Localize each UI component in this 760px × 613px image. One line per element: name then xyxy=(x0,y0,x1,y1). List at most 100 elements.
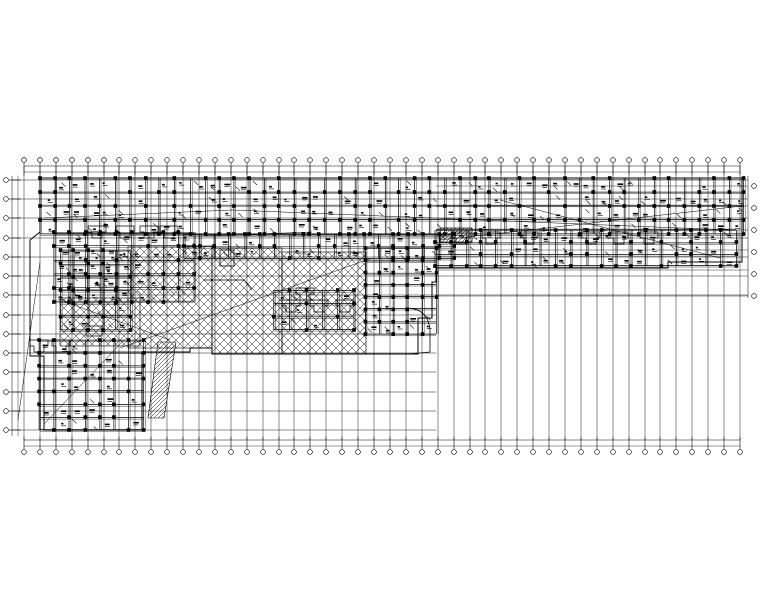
rebar-annotation xyxy=(637,260,642,263)
rebar-annotation xyxy=(90,374,95,376)
slab-mark xyxy=(238,212,243,218)
column xyxy=(141,338,146,342)
slab-mark xyxy=(685,233,690,238)
column xyxy=(287,288,292,292)
rebar-annotation xyxy=(681,260,687,263)
slab-mark xyxy=(723,231,729,237)
column xyxy=(37,351,41,355)
grid-bubble-top xyxy=(419,157,425,163)
column xyxy=(86,261,90,266)
column xyxy=(465,264,469,268)
rebar-annotation xyxy=(152,282,156,284)
rebar-annotation xyxy=(466,211,471,213)
rebar-annotation xyxy=(702,186,706,188)
slab-mark xyxy=(151,296,156,301)
column xyxy=(546,218,551,222)
unit-outline xyxy=(139,225,159,239)
grid-bubble-top xyxy=(228,157,234,163)
column xyxy=(363,319,368,324)
unit-outline xyxy=(115,225,135,239)
column xyxy=(67,415,71,419)
rebar-annotation xyxy=(372,301,375,303)
column xyxy=(741,232,746,236)
column xyxy=(553,264,558,268)
grid-bubble-left xyxy=(3,427,9,433)
column xyxy=(83,363,88,368)
grid-bubble-top xyxy=(610,157,616,163)
column xyxy=(126,338,131,342)
column xyxy=(363,307,368,312)
column xyxy=(437,256,442,260)
column xyxy=(192,244,196,248)
column xyxy=(37,389,41,394)
column xyxy=(114,272,119,276)
column xyxy=(493,240,498,244)
slab-mark xyxy=(594,233,600,238)
slab-mark xyxy=(406,180,412,186)
rebar-annotation xyxy=(605,235,609,237)
rebar-annotation xyxy=(343,242,348,244)
grid-bubble-top xyxy=(546,157,552,163)
column xyxy=(420,270,425,275)
rebar-annotation xyxy=(660,199,666,202)
grid-bubble-bottom xyxy=(610,449,616,455)
rebar-annotation xyxy=(302,196,308,199)
rebar-annotation xyxy=(162,183,165,186)
column xyxy=(301,232,306,236)
column xyxy=(322,190,327,194)
column xyxy=(71,328,75,332)
column xyxy=(637,204,641,208)
column xyxy=(377,307,382,312)
column xyxy=(734,264,739,268)
rebar-annotation xyxy=(383,268,388,270)
rebar-annotation xyxy=(122,292,127,295)
grid-bubble-bottom xyxy=(148,449,154,455)
column xyxy=(391,244,395,248)
unit-outline xyxy=(309,299,329,313)
column xyxy=(591,190,595,194)
column xyxy=(487,204,491,208)
column xyxy=(741,218,746,222)
column xyxy=(113,301,118,306)
column xyxy=(52,300,56,304)
rebar-annotation xyxy=(410,318,416,320)
column xyxy=(67,300,71,304)
column xyxy=(217,232,221,236)
column xyxy=(58,314,63,319)
column xyxy=(493,264,498,268)
stair-core xyxy=(219,249,235,267)
column xyxy=(83,232,87,236)
column xyxy=(38,190,42,194)
grid-bubble-top xyxy=(721,157,727,163)
grid-bubble-bottom xyxy=(657,449,663,455)
rebar-annotation xyxy=(726,261,733,263)
rebar-annotation xyxy=(222,198,226,200)
grid-bubble-top xyxy=(291,157,297,163)
column xyxy=(569,240,573,244)
column xyxy=(67,363,71,368)
column xyxy=(247,232,251,236)
column xyxy=(599,264,604,268)
slab-mark xyxy=(465,211,471,216)
rebar-annotation xyxy=(199,186,203,188)
column xyxy=(352,288,356,292)
rebar-annotation xyxy=(222,224,227,226)
column xyxy=(629,240,633,244)
column xyxy=(443,190,447,194)
rebar-annotation xyxy=(42,344,48,347)
column xyxy=(487,218,491,222)
slab-mark xyxy=(672,222,677,228)
column xyxy=(473,190,478,194)
rebar-annotation xyxy=(608,258,613,260)
grid-bubble-top xyxy=(705,157,711,163)
slab-mark xyxy=(96,253,102,258)
column xyxy=(52,230,56,234)
slab-mark xyxy=(670,244,675,250)
rebar-annotation xyxy=(104,278,108,281)
grid-bubble-right xyxy=(751,271,757,277)
column xyxy=(727,190,732,194)
rebar-annotation xyxy=(482,226,486,229)
column xyxy=(83,258,88,262)
grid-bubble-top xyxy=(307,157,313,163)
unit-outline xyxy=(481,231,501,245)
